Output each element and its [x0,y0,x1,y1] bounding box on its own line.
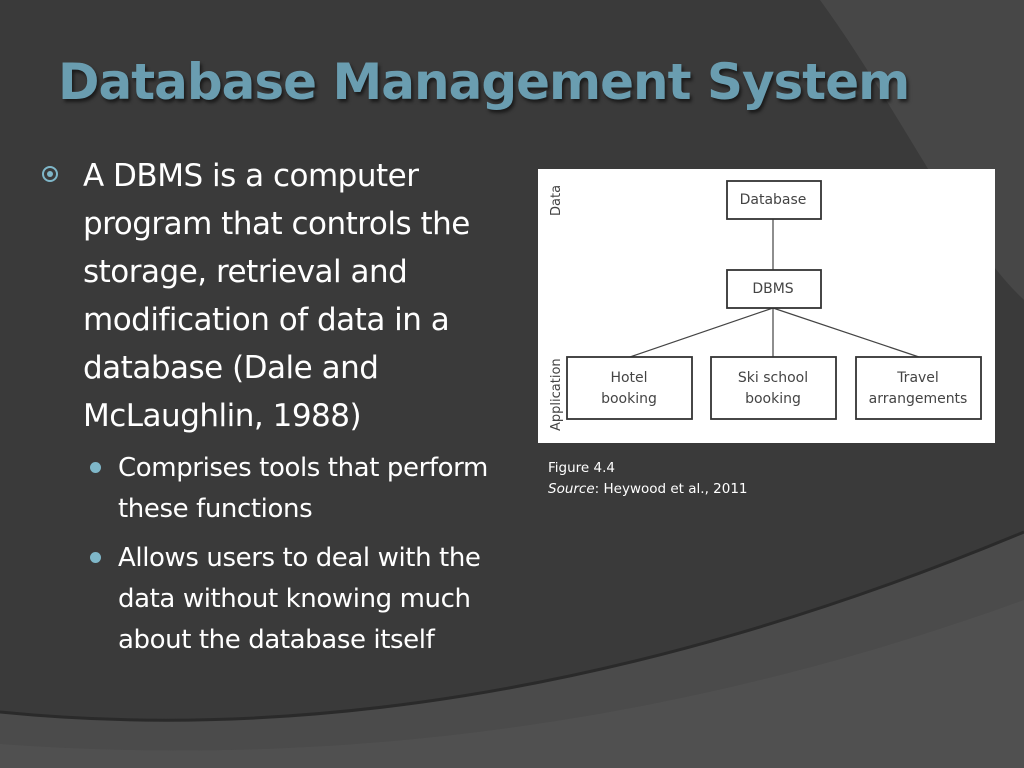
sub-bullet-item: Allows users to deal with the data witho… [88,538,528,661]
sub-bullet-text: Comprises tools that perform these funct… [118,453,488,524]
ski-school-booking-label-line1: Ski school [738,370,808,386]
sub-bullet-list: Comprises tools that perform these funct… [88,448,528,669]
source-text: : Heywood et al., 2011 [594,481,748,497]
dot-bullet-icon [90,462,101,473]
source-label: Source [548,481,595,497]
figure-source: Source: Heywood et al., 2011 [548,479,748,500]
figure-caption: Figure 4.4 Source: Heywood et al., 2011 [548,458,748,500]
travel-arrangements-label-line1: Travel [896,370,939,386]
data-axis-label: Data [549,185,564,216]
database-node [726,180,822,220]
slide-title: Database Management System [58,53,910,111]
application-axis-label: Application [549,358,564,431]
travel-arrangements-label-line2: arrangements [869,391,968,407]
dot-bullet-icon [90,552,101,563]
dbms-diagram: Data Application Database DBMS Hotel boo… [538,169,995,443]
dbms-hotel-connector [629,307,774,358]
hotel-booking-label-line2: booking [601,391,657,407]
ski-school-booking-node [710,356,837,420]
circle-bullet-icon [42,166,58,182]
sub-bullet-item: Comprises tools that perform these funct… [88,448,528,530]
travel-arrangements-node [855,356,982,420]
hotel-booking-label-line1: Hotel [610,370,647,386]
dbms-travel-connector [772,307,920,358]
dbms-node [726,269,822,309]
database-node-label: Database [740,192,807,208]
dbms-diagram-svg: Data Application Database DBMS Hotel boo… [549,180,982,431]
dbms-node-label: DBMS [752,281,793,297]
ski-school-booking-label-line2: booking [745,391,801,407]
hotel-booking-node [566,356,693,420]
main-bullet: A DBMS is a computer program that contro… [40,152,518,440]
figure-number: Figure 4.4 [548,460,615,476]
main-bullet-text: A DBMS is a computer program that contro… [83,158,470,434]
sub-bullet-text: Allows users to deal with the data witho… [118,543,481,655]
